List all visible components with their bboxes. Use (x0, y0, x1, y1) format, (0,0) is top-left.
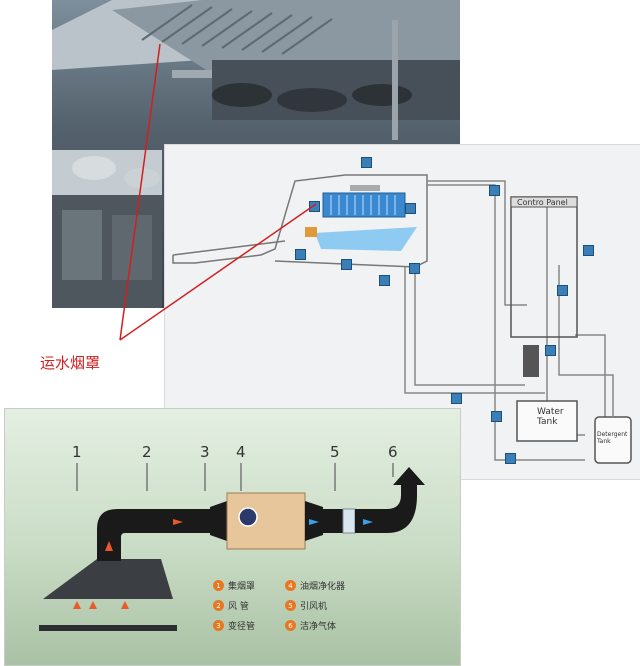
component-tag-g (409, 263, 420, 274)
component-tag-l (451, 393, 462, 404)
component-tag-e (295, 249, 306, 260)
component-tag-n (505, 453, 516, 464)
flow-number-4: 4 (236, 443, 246, 461)
detergent-tank-label: Detergent Tank (597, 431, 628, 445)
flow-number-1: 1 (72, 443, 82, 461)
control-panel-label: Contro Panel (517, 198, 568, 207)
component-tag-j (557, 285, 568, 296)
component-tag-d (405, 203, 416, 214)
schematic-lines (172, 174, 632, 464)
component-tag-b (489, 185, 500, 196)
kitchen-photo-art (52, 0, 460, 308)
water-tank-label: Water Tank (537, 407, 564, 427)
component-tag-i (583, 245, 594, 256)
component-tag-a (361, 157, 372, 168)
flow-art (39, 463, 425, 631)
component-tag-h (379, 275, 390, 286)
component-tag-k (545, 345, 556, 356)
component-tag-m (491, 411, 502, 422)
flow-number-6: 6 (388, 443, 398, 461)
component-tag-f (341, 259, 352, 270)
flow-number-5: 5 (330, 443, 340, 461)
callout-label: 运水烟罩 (40, 354, 101, 372)
flow-number-2: 2 (142, 443, 152, 461)
flow-number-3: 3 (200, 443, 210, 461)
component-tag-c (309, 201, 320, 212)
